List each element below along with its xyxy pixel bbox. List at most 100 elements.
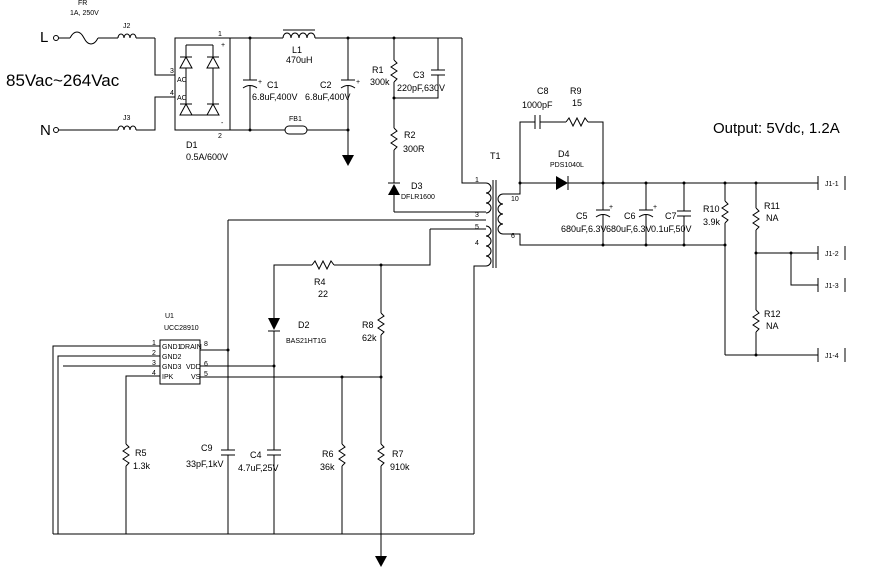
d4-value: PDS1040L: [550, 162, 584, 169]
connector-j1-2: J1-2: [817, 246, 846, 260]
u1-pin-num-3: 3: [152, 360, 156, 367]
connector-j1-1: J1-1: [817, 176, 846, 190]
d2-value: BAS21HT1G: [286, 338, 326, 345]
r4-value: 22: [318, 289, 328, 299]
ground-arrow-top: [342, 155, 354, 166]
d2-ref: D2: [298, 320, 310, 330]
c3-ref: C3: [413, 70, 425, 80]
capacitor-c9: C9 33pF,1kV: [186, 443, 235, 534]
resistor-r1: R1 300k: [370, 59, 398, 87]
t1-pin-5: 5: [475, 224, 479, 231]
d1-plus: +: [221, 42, 225, 49]
r7-value: 910k: [390, 462, 410, 472]
capacitor-c7: C7 0.1uF,50V: [651, 183, 692, 245]
diode-d2: D2 BAS21HT1G: [268, 318, 326, 345]
c2-value: 6.8uF,400V: [305, 92, 351, 102]
capacitor-c8: C8 1000pF: [522, 86, 553, 129]
d4-ref: D4: [558, 149, 570, 159]
d1-value: 0.5A/600V: [186, 152, 228, 162]
r5-value: 1.3k: [133, 461, 151, 471]
u1-pin-gnd3: GND3: [162, 364, 182, 371]
d3-value: DFLR1600: [401, 194, 435, 201]
resistor-r2: R2 300R: [390, 127, 425, 154]
u1-pin-num-1: 1: [152, 340, 156, 347]
connector-label-4: J1-4: [825, 353, 839, 360]
c3-value: 220pF,630V: [397, 83, 445, 93]
diode-d3: D3 DFLR1600: [388, 181, 435, 201]
capacitor-c6: + C6 680uF,6.3V: [606, 183, 657, 245]
bridge-rectifier-d1: 3 4 1 2 AC AC + - D1 0.5A/600V: [170, 31, 231, 162]
u1-pin-gnd2: GND2: [162, 354, 182, 361]
r2-ref: R2: [404, 130, 416, 140]
c5-value: 680uF,6.3V: [561, 224, 607, 234]
d1-pin-2: 2: [218, 133, 222, 140]
c9-value: 33pF,1kV: [186, 459, 224, 469]
fuse-fr: FR 1A, 250V: [53, 0, 118, 45]
fuse-ref: FR: [78, 0, 87, 7]
c4-ref: C4: [250, 450, 262, 460]
r12-value: NA: [766, 321, 779, 331]
r8-ref: R8: [362, 320, 374, 330]
r8-value: 62k: [362, 333, 377, 343]
capacitor-c1: + C1 6.8uF,400V: [242, 38, 298, 130]
c6-plus: +: [653, 204, 657, 211]
u1-pin-num-2: 2: [152, 350, 156, 357]
d1-pin-1: 1: [218, 31, 222, 38]
u1-pin-gnd1: GND1: [162, 344, 182, 351]
t1-pin-10: 10: [511, 196, 519, 203]
c8-ref: C8: [537, 86, 549, 96]
c4-value: 4.7uF,25V: [238, 463, 279, 473]
c6-value: 680uF,6.3V: [606, 224, 652, 234]
c6-ref: C6: [624, 211, 636, 221]
c1-plus: +: [258, 79, 262, 86]
ic-u1: U1 UCC28910 GND1 GND2 GND3 IPK DRAIN VDD…: [152, 313, 208, 385]
r9-value: 15: [572, 98, 582, 108]
u1-pin-vdd: VDD: [186, 364, 201, 371]
t1-pin-3: 3: [475, 212, 479, 219]
r6-value: 36k: [320, 462, 335, 472]
u1-pin-num-8: 8: [204, 341, 208, 348]
capacitor-c2: + C2 6.8uF,400V: [305, 38, 360, 155]
fuse-value: 1A, 250V: [70, 10, 99, 17]
resistor-r10: R10 3.9k: [703, 183, 729, 355]
c5-ref: C5: [576, 211, 588, 221]
capacitor-c5: + C5 680uF,6.3V: [561, 183, 613, 245]
capacitor-c4: C4 4.7uF,25V: [238, 366, 281, 534]
inductor-l1: L1 470uH: [282, 29, 316, 65]
l1-value: 470uH: [286, 55, 313, 65]
connector-label-2: J1-2: [825, 251, 839, 258]
r6-ref: R6: [322, 449, 334, 459]
u1-pin-vs: VS: [191, 374, 201, 381]
u1-pin-num-6: 6: [204, 361, 208, 368]
r12-ref: R12: [764, 309, 781, 319]
r10-ref: R10: [703, 204, 720, 214]
connector-label-1: J1-1: [825, 181, 839, 188]
r1-ref: R1: [372, 65, 384, 75]
diode-d4: D4 PDS1040L: [550, 149, 584, 190]
t1-ref: T1: [490, 151, 501, 161]
c1-ref: C1: [267, 80, 279, 90]
j2-ref: J2: [123, 23, 131, 30]
u1-pin-num-5: 5: [204, 371, 208, 378]
r5-ref: R5: [135, 448, 147, 458]
ground-arrow-bottom: [375, 556, 387, 567]
r11-value: NA: [766, 213, 779, 223]
d1-pin-3: 3: [170, 68, 174, 75]
u1-pin-drain: DRAIN: [180, 344, 202, 351]
connector-j1-4: J1-4: [817, 348, 846, 362]
resistor-r8: R8 62k: [362, 312, 385, 343]
r4-ref: R4: [314, 277, 326, 287]
resistor-r7: R7 910k: [377, 443, 410, 472]
r9-ref: R9: [570, 86, 582, 96]
c7-ref: C7: [665, 211, 677, 221]
neutral-label: N: [40, 122, 51, 139]
connector-label-3: J1-3: [825, 283, 839, 290]
r1-value: 300k: [370, 77, 390, 87]
d1-ac1: AC: [177, 77, 187, 84]
input-range-label: 85Vac~264Vac: [6, 71, 120, 90]
connector-j1-3: J1-3: [817, 278, 846, 292]
jumper-j3: J3: [117, 115, 137, 131]
l1-ref: L1: [292, 45, 302, 55]
ferrite-bead-fb1: FB1: [284, 116, 308, 135]
resistor-r12: R12 NA: [752, 309, 781, 333]
